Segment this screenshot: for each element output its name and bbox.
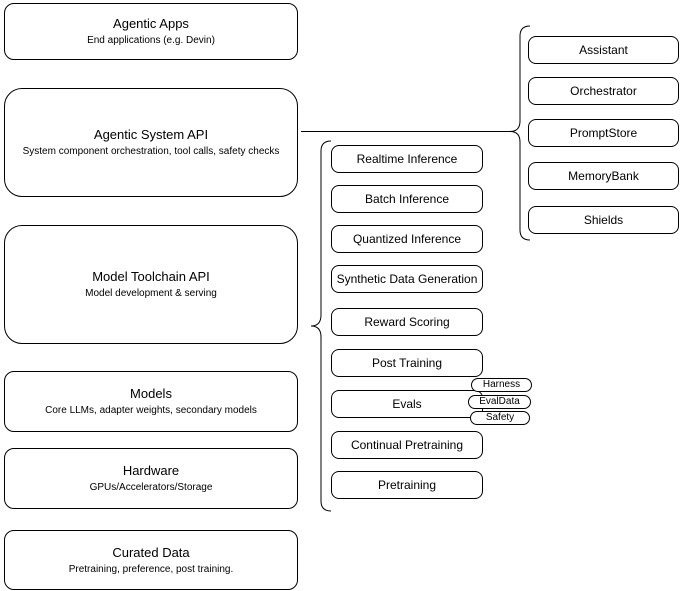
layer-subtitle: System component orchestration, tool cal…	[22, 146, 280, 157]
layer-title: Agentic Apps	[113, 16, 189, 31]
layer-box-model-toolchain-api: Model Toolchain API Model development & …	[4, 225, 298, 344]
layer-title: Agentic System API	[93, 127, 209, 142]
system-node-assistant: Assistant	[528, 36, 679, 64]
system-node-orchestrator: Orchestrator	[528, 77, 679, 105]
toolchain-node-realtime-inference: Realtime Inference	[331, 145, 483, 173]
layer-box-hardware: Hardware GPUs/Accelerators/Storage	[4, 448, 298, 509]
layer-box-agentic-system-api: Agentic System API System component orch…	[4, 88, 298, 197]
layer-box-models: Models Core LLMs, adapter weights, secon…	[4, 371, 298, 432]
toolchain-node-post-training: Post Training	[331, 349, 483, 377]
evals-tag-safety: Safety	[470, 411, 530, 425]
layer-box-agentic-apps: Agentic Apps End applications (e.g. Devi…	[4, 3, 298, 60]
layer-subtitle: End applications (e.g. Devin)	[87, 35, 215, 46]
layer-title: Hardware	[122, 463, 180, 478]
toolchain-node-continual-pretraining: Continual Pretraining	[331, 431, 483, 459]
layer-title: Curated Data	[112, 544, 190, 560]
layer-subtitle: Model development & serving	[85, 288, 217, 299]
system-node-promptstore: PromptStore	[528, 119, 679, 147]
toolchain-node-quantized-inference: Quantized Inference	[331, 225, 483, 253]
toolchain-node-evals: Evals	[331, 390, 483, 418]
toolchain-node-reward-scoring: Reward Scoring	[331, 308, 483, 336]
system-node-shields: Shields	[528, 206, 679, 234]
layer-title: Models	[130, 386, 172, 401]
layer-subtitle: Core LLMs, adapter weights, secondary mo…	[45, 405, 257, 416]
evals-tag-harness: Harness	[471, 378, 532, 392]
layer-subtitle: Pretraining, preference, post training.	[68, 563, 234, 575]
toolchain-api-brace	[310, 140, 332, 512]
toolchain-node-batch-inference: Batch Inference	[331, 185, 483, 213]
toolchain-node-synthetic-data-generation: Synthetic Data Generation	[331, 265, 483, 293]
layer-subtitle: GPUs/Accelerators/Storage	[89, 482, 213, 493]
layer-title: Model Toolchain API	[92, 269, 210, 284]
layer-box-curated-data: Curated Data Pretraining, preference, po…	[4, 530, 298, 590]
evals-tag-evaldata: EvalData	[468, 395, 531, 409]
system-api-brace	[509, 25, 531, 241]
system-node-memorybank: MemoryBank	[528, 162, 679, 190]
toolchain-node-pretraining: Pretraining	[331, 471, 483, 499]
